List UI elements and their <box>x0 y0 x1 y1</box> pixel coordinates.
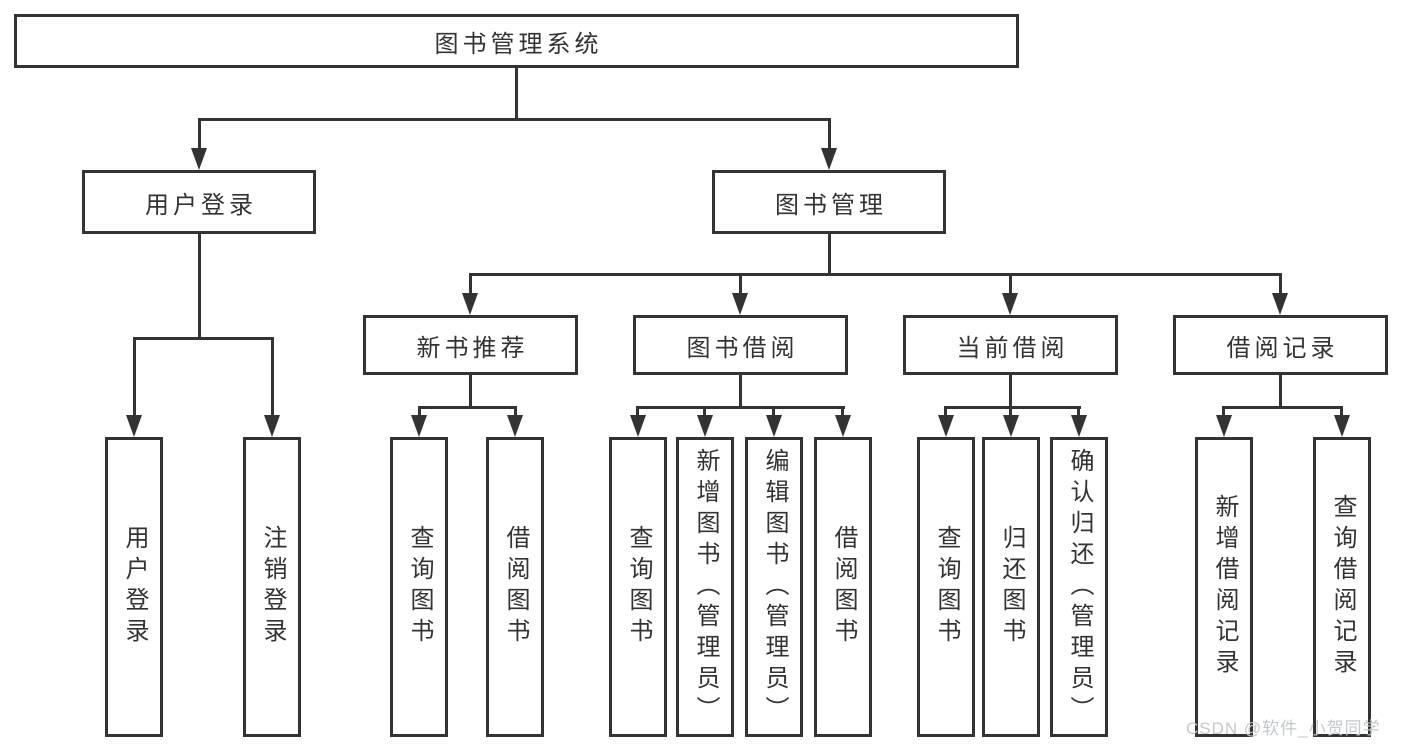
connector-drop-leaf <box>772 406 775 418</box>
arrow-down-icon <box>766 415 782 437</box>
leaf-edit-books-admin: 编辑图书（管理员） <box>745 437 803 737</box>
connector-drop-leaf <box>944 406 947 418</box>
arrow-down-icon <box>264 415 280 437</box>
connector-drop-level3 <box>1009 273 1012 298</box>
connector-drop-leaf <box>133 337 136 418</box>
connector-new-book-rail <box>418 406 517 409</box>
arrow-down-icon <box>697 415 713 437</box>
leaf-logout: 注销登录 <box>243 437 301 737</box>
connector-drop-level3 <box>739 273 742 298</box>
node-new-book-recommend: 新书推荐 <box>363 315 578 375</box>
leaf-label: 借阅图书 <box>830 525 857 649</box>
connector-user-login-stem <box>198 234 201 340</box>
connector-new-book-stem <box>469 375 472 409</box>
connector-borrow-records-rail <box>1223 406 1343 409</box>
arrow-down-icon <box>507 415 523 437</box>
arrow-down-icon <box>1003 415 1019 437</box>
leaf-confirm-return-admin: 确认归还（管理员） <box>1050 437 1108 737</box>
node-root-label: 图书管理系统 <box>434 30 603 58</box>
leaf-label: 查询借阅记录 <box>1329 494 1356 680</box>
arrow-down-icon <box>1272 293 1288 315</box>
connector-drop-leaf <box>1077 406 1080 418</box>
connector-drop-leaf <box>703 406 706 418</box>
leaf-label: 查询图书 <box>625 525 652 649</box>
node-new-book-recommend-label: 新书推荐 <box>416 334 529 362</box>
connector-drop-leaf <box>841 406 844 418</box>
leaf-query-borrow-record: 查询借阅记录 <box>1313 437 1371 737</box>
node-book-management: 图书管理 <box>712 170 946 234</box>
leaf-label: 借阅图书 <box>502 525 529 649</box>
leaf-label: 新增图书（管理员） <box>692 447 719 727</box>
leaf-label: 注销登录 <box>259 525 286 649</box>
leaf-add-borrow-record: 新增借阅记录 <box>1195 437 1253 737</box>
connector-borrow-records-stem <box>1279 375 1282 409</box>
node-borrow-records-label: 借阅记录 <box>1226 334 1339 362</box>
connector-drop-user-login <box>198 118 201 155</box>
leaf-label: 新增借阅记录 <box>1211 494 1238 680</box>
leaf-add-books-admin: 新增图书（管理员） <box>676 437 734 737</box>
leaf-label: 编辑图书（管理员） <box>761 447 788 727</box>
connector-drop-leaf <box>271 337 274 418</box>
node-borrow-records: 借阅记录 <box>1173 315 1388 375</box>
leaf-label: 确认归还（管理员） <box>1066 447 1093 727</box>
connector-drop-leaf <box>514 406 517 418</box>
connector-book-management-stem <box>828 234 831 276</box>
leaf-borrow-books: 借阅图书 <box>814 437 872 737</box>
connector-root-stem <box>515 68 518 121</box>
leaf-user-login: 用户登录 <box>105 437 163 737</box>
watermark: CSDN @软件_小贺同学 <box>1186 719 1381 738</box>
leaf-label: 用户登录 <box>121 525 148 649</box>
arrow-down-icon <box>1334 415 1350 437</box>
node-user-login-label: 用户登录 <box>145 191 257 219</box>
connector-drop-leaf <box>1009 406 1012 418</box>
connector-drop-level3 <box>1279 273 1282 298</box>
arrow-down-icon <box>411 415 427 437</box>
arrow-down-icon <box>938 415 954 437</box>
connector-drop-leaf <box>418 406 421 418</box>
leaf-return-books: 归还图书 <box>982 437 1040 737</box>
arrow-down-icon <box>1216 415 1232 437</box>
leaf-borrow-books: 借阅图书 <box>486 437 544 737</box>
node-user-login: 用户登录 <box>82 170 316 234</box>
connector-book-borrow-rail <box>637 406 845 409</box>
node-root: 图书管理系统 <box>14 14 1019 68</box>
arrow-down-icon <box>821 148 837 170</box>
leaf-label: 归还图书 <box>998 525 1025 649</box>
arrow-down-icon <box>191 148 207 170</box>
arrow-down-icon <box>126 415 142 437</box>
leaf-query-books: 查询图书 <box>390 437 448 737</box>
connector-drop-book-management <box>828 118 831 155</box>
arrow-down-icon <box>630 415 646 437</box>
connector-book-borrow-stem <box>739 375 742 409</box>
arrow-down-icon <box>462 293 478 315</box>
leaf-query-books: 查询图书 <box>917 437 975 737</box>
node-book-borrow: 图书借阅 <box>633 315 848 375</box>
arrow-down-icon <box>1071 415 1087 437</box>
node-book-borrow-label: 图书借阅 <box>686 334 799 362</box>
connector-current-borrow-stem <box>1009 375 1012 409</box>
node-current-borrow-label: 当前借阅 <box>956 334 1069 362</box>
arrow-down-icon <box>835 415 851 437</box>
connector-drop-leaf <box>1222 406 1225 418</box>
leaf-query-books: 查询图书 <box>609 437 667 737</box>
connector-drop-leaf <box>636 406 639 418</box>
leaf-label: 查询图书 <box>933 525 960 649</box>
connector-drop-leaf <box>1340 406 1343 418</box>
connector-level3-rail <box>469 273 1282 276</box>
arrow-down-icon <box>732 293 748 315</box>
connector-user-login-rail <box>133 337 274 340</box>
connector-drop-level3 <box>469 273 472 298</box>
connector-current-borrow-rail <box>945 406 1081 409</box>
node-book-management-label: 图书管理 <box>775 191 887 219</box>
connector-level2-rail <box>198 118 830 121</box>
arrow-down-icon <box>1002 293 1018 315</box>
node-current-borrow: 当前借阅 <box>903 315 1118 375</box>
leaf-label: 查询图书 <box>406 525 433 649</box>
